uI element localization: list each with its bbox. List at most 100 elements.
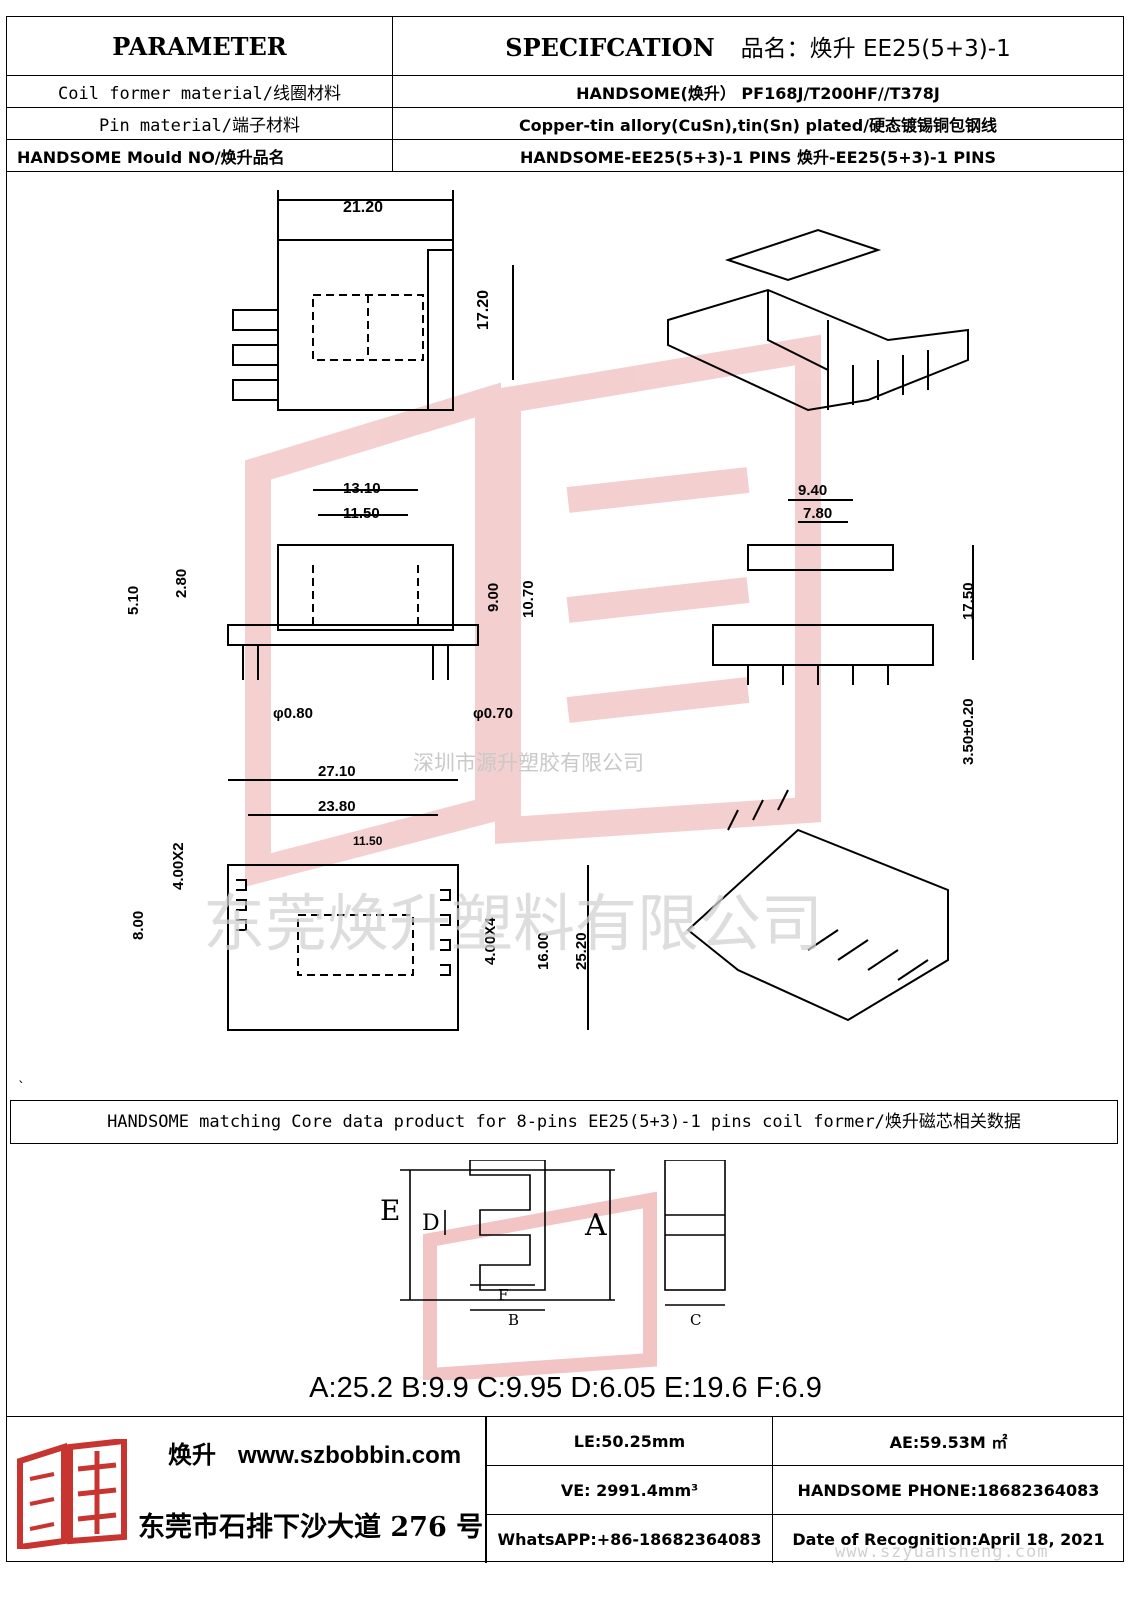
spec-label-coil-material: Coil former material/线圈材料 [6, 75, 393, 108]
top-view [232, 190, 514, 411]
footer-url: www.szbobbin.com [238, 1442, 462, 1469]
iso-pins-side [807, 929, 929, 981]
side-view-pins [242, 645, 449, 680]
dim-l-value: 7.80 [803, 505, 832, 522]
specification-heading: SPECIFCATION 品名：焕升 EE25(5+3)-1 [392, 16, 1124, 76]
core-label-a: A [584, 1208, 607, 1243]
end-view-top [747, 544, 894, 571]
core-values: A:25.2 B:9.9 C:9.95 D:6.05 E:19.6 F:6.9 [309, 1372, 822, 1404]
side-view [227, 489, 479, 680]
dim-n-value: 3.50±0.20 [960, 698, 977, 765]
watermark-company-large: 东莞焕升塑料有限公司 [203, 890, 823, 959]
core-watermark [423, 1191, 657, 1383]
dim-j-value: φ0.70 [473, 705, 513, 722]
dim-a-value: 21.20 [343, 199, 383, 216]
bottom-view-pins-left [236, 879, 247, 931]
top-view-body [277, 239, 454, 411]
logo-right-block [67, 1439, 127, 1545]
technical-drawing: 21.20 17.20 13.10 11.50 5.10 2.80 9.00 1… [8, 170, 1122, 1096]
dim-k-value: 9.40 [798, 482, 827, 499]
dim-n2-value: 8.00 [130, 911, 147, 940]
footer-whatsapp: WhatsAPP:+86-18682364083 [486, 1514, 773, 1563]
watermark-strokes [566, 467, 750, 723]
footer-brand-name: 焕升 [168, 1440, 216, 1469]
dim-s-value: 4.00X4 [482, 917, 499, 965]
bottom-view-window [297, 914, 414, 976]
footer-address: 东莞市石排下沙大道 276 号 [138, 1512, 484, 1543]
dim-h-value: 10.70 [520, 580, 537, 618]
core-label-c: C [690, 1311, 701, 1329]
iso-top-flange [724, 228, 882, 282]
dim-d-value: 11.50 [343, 505, 380, 522]
technical-drawing-svg: 21.20 17.20 13.10 11.50 5.10 2.80 9.00 1… [125, 190, 977, 1031]
bottom-view [227, 779, 589, 1031]
footer-row: VE: 2991.4mm³ HANDSOME PHONE:18682364083 [486, 1465, 1124, 1515]
core-drawing: E D A F B C [370, 1159, 790, 1383]
watermark-shape-left [245, 382, 501, 887]
logo-left-block [17, 1442, 67, 1549]
core-drawing-svg: E D A F B C [380, 1159, 726, 1383]
core-watermark-shape [423, 1191, 657, 1383]
side-view-base [227, 624, 479, 646]
footer-brand-line: 焕升 www.szbobbin.com [168, 1435, 461, 1470]
core-data-band: HANDSOME matching Core data product for … [10, 1100, 1118, 1144]
footer-row: LE:50.25mm AE:59.53M ㎡ [486, 1417, 1124, 1466]
core-e-shape [400, 1159, 726, 1311]
bottom-view-body [227, 864, 459, 1031]
top-view-pins [232, 309, 278, 401]
specification-title: SPECIFCATION [505, 33, 715, 62]
dim-c-value: 13.10 [343, 480, 381, 497]
end-view [712, 499, 974, 685]
footer-brand-cell: 焕升 www.szbobbin.com 东莞市石排下沙大道 276 号 [6, 1417, 486, 1563]
dim-q-value: 23.80 [318, 798, 356, 815]
iso-body [686, 828, 949, 1022]
iso-pins [827, 350, 929, 410]
spec-row: HANDSOME Mould NO/焕升品名 HANDSOME-EE25(5+3… [6, 139, 1124, 172]
core-label-b: B [508, 1311, 519, 1329]
dim-g-value: 9.00 [485, 583, 502, 612]
footer-phone: HANDSOME PHONE:18682364083 [772, 1465, 1124, 1515]
core-side-view [664, 1159, 726, 1291]
footer-ve: VE: 2991.4mm³ [486, 1465, 773, 1515]
bottom-view-pins-right [440, 889, 451, 976]
logo-strokes [77, 1451, 117, 1534]
spec-label-mould-no: HANDSOME Mould NO/焕升品名 [6, 139, 393, 172]
spec-row: Coil former material/线圈材料 HANDSOME(焕升） P… [6, 75, 1124, 108]
core-label-d: D [422, 1211, 440, 1236]
end-view-base [712, 624, 934, 666]
core-label-e: E [380, 1194, 400, 1227]
logo-left-strokes [29, 1472, 55, 1531]
core-label-f: F [498, 1286, 508, 1304]
footer-row: WhatsAPP:+86-18682364083 Date of Recogni… [486, 1514, 1124, 1563]
spec-value-mould-no: HANDSOME-EE25(5+3)-1 PINS 焕升-EE25(5+3)-1… [392, 139, 1124, 172]
dim-m-value: 17.50 [960, 582, 977, 620]
dim-p-value: 27.10 [318, 763, 356, 780]
watermark-company-small: 深圳市源升塑胶有限公司 [413, 752, 644, 775]
spec-value-coil-material: HANDSOME(焕升） PF168J/T200HF//T378J [392, 75, 1124, 108]
top-view-flange [427, 249, 454, 411]
dim-i-value: φ0.80 [273, 705, 313, 722]
spec-row: Pin material/端子材料 Copper-tin allory(CuSn… [6, 107, 1124, 140]
iso-pins-top [727, 789, 789, 831]
side-view-body [277, 544, 454, 631]
iso-base [667, 288, 969, 412]
dim-e-value: 5.10 [125, 586, 142, 615]
footer-le: LE:50.25mm [486, 1417, 773, 1466]
footer: 焕升 www.szbobbin.com 东莞市石排下沙大道 276 号 LE:50… [6, 1416, 1124, 1563]
footer-data-table: LE:50.25mm AE:59.53M ㎡ VE: 2991.4mm³ HAN… [486, 1417, 1124, 1563]
product-name: 品名：焕升 EE25(5+3)-1 [740, 36, 1011, 62]
iso-view-top [667, 228, 969, 412]
spec-label-pin-material: Pin material/端子材料 [6, 107, 393, 140]
dim-f-value: 2.80 [173, 569, 190, 598]
dim-b-value: 17.20 [475, 290, 492, 330]
footer-ae: AE:59.53M ㎡ [772, 1417, 1124, 1466]
core-e-outline [469, 1159, 546, 1291]
dim-t-value: 16.00 [535, 932, 552, 970]
footer-date: Date of Recognition:April 18, 2021 [772, 1514, 1124, 1563]
logo-watermark [245, 334, 821, 887]
end-view-pins [747, 665, 889, 685]
dim-u-value: 25.20 [573, 932, 590, 970]
iso-core-window [767, 290, 829, 372]
